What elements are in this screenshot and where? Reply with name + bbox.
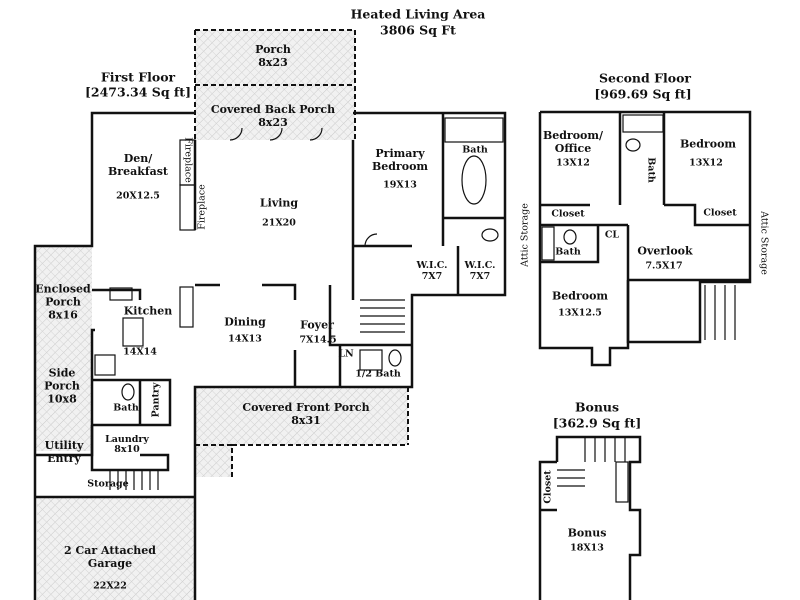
room-bedroom-office: Bedroom/Office	[542, 129, 604, 155]
room-linen: LN	[338, 348, 354, 360]
room-pantry: Pantry	[150, 382, 162, 418]
room-overlook: Overlook	[637, 244, 693, 258]
room-attic-storage-right: Attic Storage	[758, 211, 770, 275]
second-floor-area: [969.69 Sq ft]	[594, 86, 692, 102]
second-floor-heading: Second Floor	[599, 70, 691, 86]
room-living: Living	[259, 196, 299, 210]
fixtures-first-floor	[94, 117, 504, 490]
heated-area-heading: Heated Living Area	[350, 6, 486, 22]
room-bath-2: Bath	[555, 246, 581, 258]
room-bedroom-3: Bedroom	[551, 289, 609, 303]
room-bath: Bath	[113, 402, 139, 414]
first-floor-heading: First Floor	[100, 69, 176, 85]
room-closet-1: Closet	[551, 208, 585, 220]
room-closet-2: Closet	[703, 207, 737, 219]
room-den-breakfast: Den/Breakfast	[108, 152, 168, 178]
room-half-bath: 1/2 Bath	[355, 368, 401, 380]
first-floor-area: [2473.34 Sq ft]	[85, 84, 191, 100]
room-foyer-size: 7X14.5	[299, 334, 337, 346]
room-kitchen: Kitchen	[123, 304, 173, 318]
fixtures-second-floor	[541, 114, 736, 340]
fireplace-label: Fireplace	[182, 137, 194, 183]
room-den-breakfast-size: 20X12.5	[116, 190, 160, 202]
room-bedroom-2-size: 13X12	[689, 157, 723, 169]
room-living-size: 21X20	[262, 217, 296, 229]
room-wic-2: W.I.C.7X7	[464, 260, 496, 282]
room-attic-storage-left: Attic Storage	[519, 203, 531, 267]
stairs-bonus	[557, 437, 629, 503]
room-primary-bedroom-size: 19X13	[383, 179, 417, 191]
bonus-heading: Bonus	[574, 399, 620, 415]
room-dining: Dining	[224, 315, 266, 329]
heated-area-value: 3806 Sq Ft	[380, 22, 456, 38]
room-bedroom-3-size: 13X12.5	[558, 307, 602, 319]
room-bedroom-2: Bedroom	[679, 137, 737, 151]
room-bath-upstairs: Bath	[645, 157, 657, 183]
bonus-area: [362.9 Sq ft]	[552, 415, 642, 431]
hatched-areas	[35, 30, 408, 600]
walls-bonus	[538, 435, 642, 600]
room-cl: CL	[604, 229, 620, 241]
room-garage-size: 22X22	[93, 580, 127, 592]
room-dining-size: 14X13	[228, 333, 262, 345]
room-kitchen-size: 14X14	[123, 346, 157, 358]
room-bonus-closet: Closet	[542, 470, 554, 504]
room-bonus-size: 18X13	[570, 542, 604, 554]
room-wic-1: W.I.C.7X7	[416, 260, 448, 282]
fireplace-label: Fireplace	[196, 184, 208, 230]
room-bedroom-office-size: 13X12	[556, 157, 590, 169]
room-primary-bath: Bath	[462, 144, 488, 156]
room-overlook-size: 7.5X17	[645, 260, 683, 272]
room-storage: Storage	[87, 478, 129, 490]
walls-first-floor	[33, 29, 507, 600]
room-foyer: Foyer	[300, 318, 334, 332]
room-bonus: Bonus	[567, 526, 607, 540]
walls-second-floor	[538, 110, 752, 367]
